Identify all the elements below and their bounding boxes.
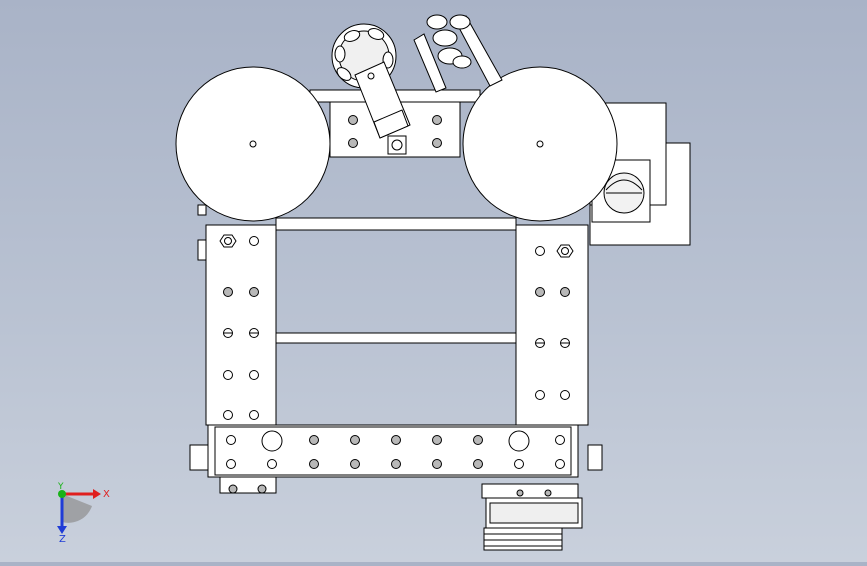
left-wheel[interactable] [175, 66, 331, 222]
z-arrow-head [57, 526, 67, 534]
triad-plane [62, 494, 92, 523]
left-vertical-beam[interactable] [197, 204, 277, 426]
x-arrow-head [93, 489, 101, 499]
x-axis-label: X [103, 489, 110, 500]
bottom-crossbar[interactable] [189, 424, 603, 494]
middle-rod[interactable] [275, 332, 517, 344]
right-wheel[interactable] [462, 66, 618, 222]
motor-assembly[interactable] [481, 483, 583, 551]
coordinate-triad: X Y Z [57, 482, 110, 545]
y-axis-label: Y [57, 482, 64, 492]
z-axis-label: Z [59, 534, 66, 545]
top-rod[interactable] [275, 217, 517, 231]
clamp-mechanism[interactable] [413, 14, 503, 93]
servo-arm[interactable] [354, 61, 411, 155]
right-vertical-beam[interactable] [515, 224, 589, 426]
y-axis-dot [58, 490, 66, 498]
